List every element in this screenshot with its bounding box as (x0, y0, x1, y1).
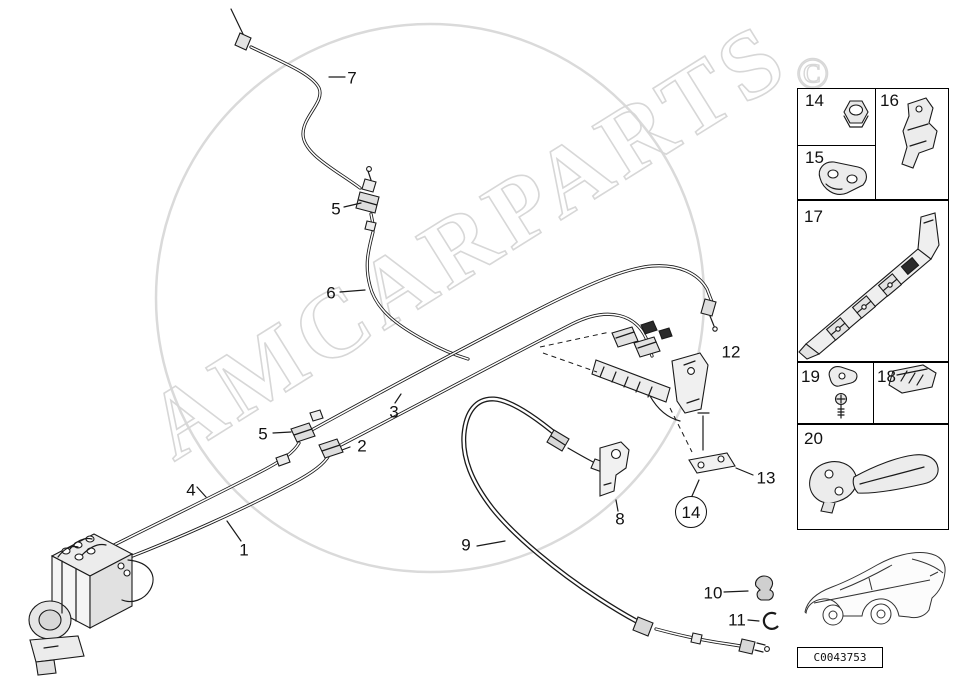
callout-1: 1 (239, 540, 249, 560)
bracket-holder-icon (901, 97, 938, 169)
sidebar-label-20: 20 (804, 429, 823, 448)
car-side-view-icon (804, 552, 946, 626)
image-code: C0043753 (797, 647, 883, 668)
mounting-pin (697, 412, 710, 451)
sidebar-label-16: 16 (880, 91, 899, 110)
hose9-lower-coupling (632, 616, 654, 637)
hex-nut-icon (843, 100, 869, 128)
brake-pipe-3-lower (334, 313, 653, 449)
sidebar-box-14-15-16 (797, 88, 949, 200)
callout-3: 3 (389, 402, 399, 422)
callout-9: 9 (461, 535, 471, 555)
small-parts (688, 452, 779, 630)
sidebar-icons (798, 97, 946, 626)
abs-hydraulic-unit (28, 533, 154, 676)
pipe-holder-assembly-12 (591, 320, 710, 451)
pipe3-end-fitting (700, 298, 717, 317)
pipe-clamp-icon (818, 161, 867, 195)
brake-pipe-1 (121, 454, 330, 561)
clip-with-screw-icon (828, 366, 858, 419)
pipe7-end-stub (230, 8, 244, 35)
sidebar-label-15: 15 (805, 148, 824, 167)
watermark-circle (154, 22, 706, 574)
sidebar-label-19: 19 (801, 367, 820, 386)
callout-8: 8 (615, 509, 625, 529)
callout-7: 7 (347, 68, 357, 88)
leader-lines (196, 76, 760, 622)
grommet-10 (755, 575, 774, 601)
sidebar-box-20 (797, 424, 949, 530)
brake-pipe-4 (111, 442, 300, 547)
box-divider (873, 363, 874, 423)
hose-bracket-icon (809, 454, 939, 514)
callout-12: 12 (721, 342, 741, 362)
bleed-nipple (364, 220, 377, 232)
sidebar-label-14: 14 (805, 91, 824, 110)
tail-end-fitting (738, 638, 756, 655)
box-divider (875, 89, 876, 199)
callout-14-circled: 14 (675, 496, 707, 528)
callout-11: 11 (728, 610, 746, 630)
lock-ring-11 (762, 611, 779, 630)
hose-bracket-8 (599, 441, 630, 497)
callout-5-upper: 5 (331, 199, 341, 219)
callout-2: 2 (357, 436, 367, 456)
callout-13: 13 (756, 468, 776, 488)
mounting-plate-13 (688, 452, 736, 474)
flare-nut-pipe3 (309, 409, 324, 422)
sidebar-label-17: 17 (804, 207, 823, 226)
flare-nut-upper (361, 178, 377, 193)
brake-pipe-7 (250, 46, 361, 189)
callout-6: 6 (326, 283, 336, 303)
brake-pipe-3-upper (307, 264, 713, 433)
clip-rail-icon (798, 212, 940, 360)
callout-4: 4 (186, 480, 196, 500)
callout-5-lower: 5 (258, 424, 268, 444)
sidebar-box-17 (797, 200, 949, 362)
flare-nut-pipe4 (275, 453, 291, 467)
pipe7-top-fitting (234, 32, 252, 51)
support-bracket-icon (888, 364, 937, 394)
sidebar-box-19-18 (797, 362, 949, 424)
sidebar-label-18: 18 (877, 367, 896, 386)
callout-10: 10 (703, 583, 723, 603)
watermark-text: AMCARPARTS (128, 1, 806, 480)
box-divider (798, 145, 875, 146)
pipe-fittings (234, 32, 770, 655)
watermark-copyright-icon: © (796, 49, 829, 98)
tail-pipe-ring (690, 632, 703, 645)
